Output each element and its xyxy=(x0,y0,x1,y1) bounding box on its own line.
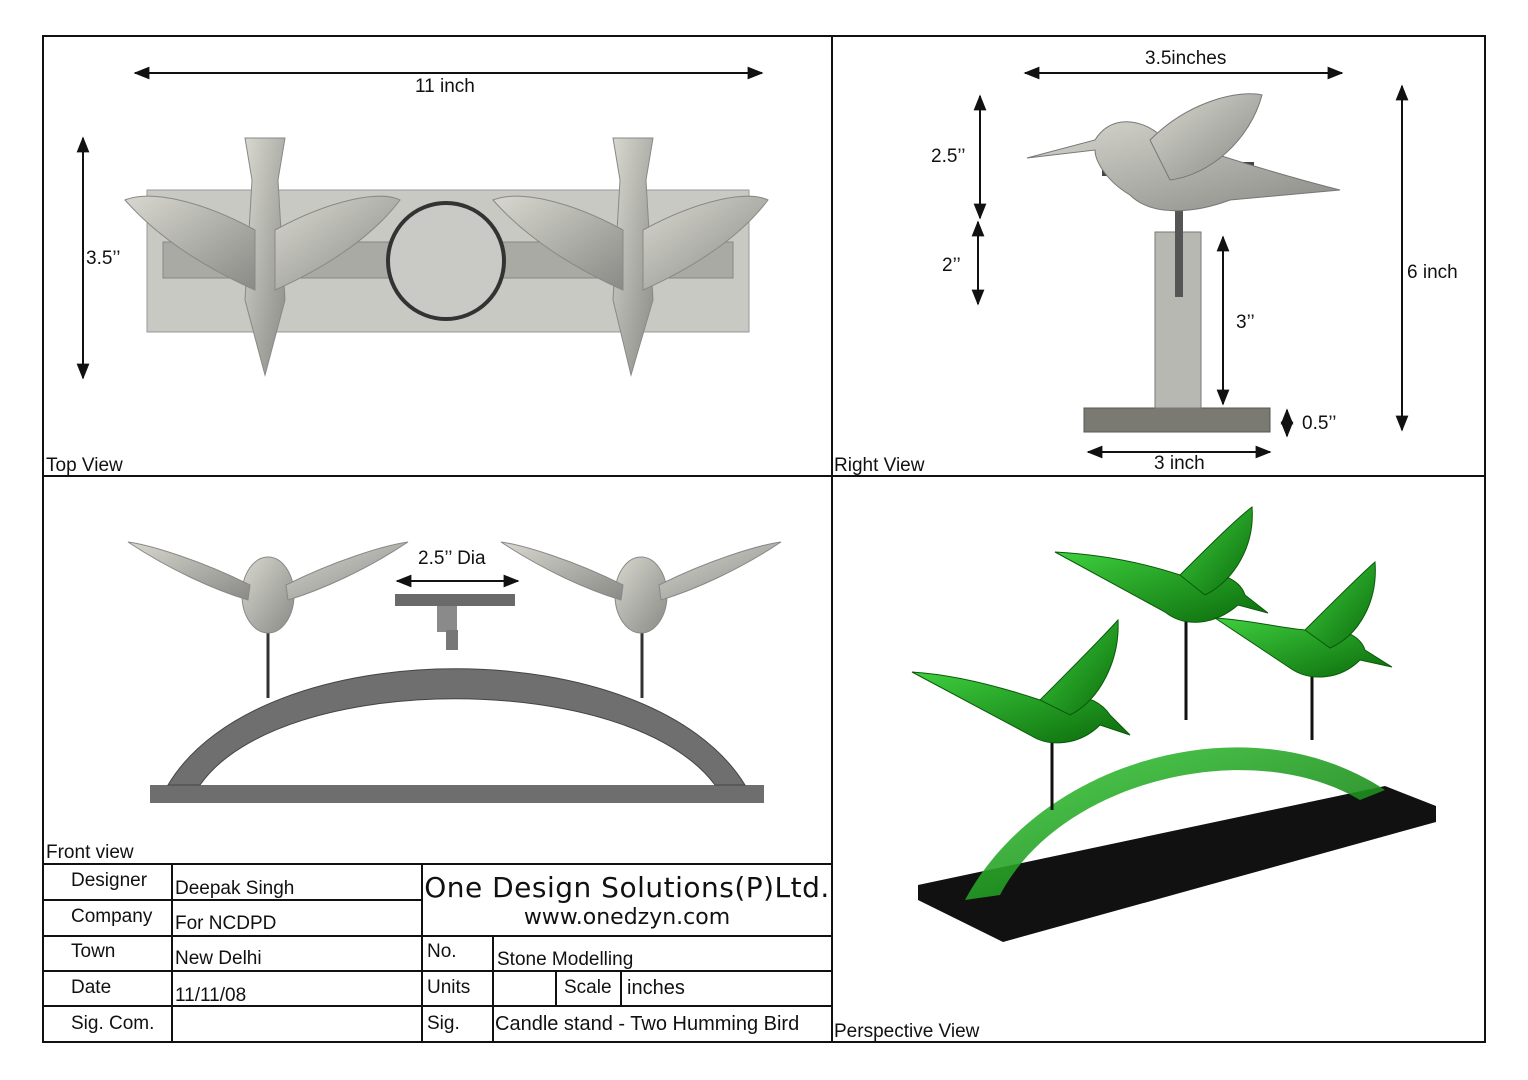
dim-right-total: 6 inch xyxy=(1407,262,1458,283)
sig-com-label: Sig. Com. xyxy=(71,1013,155,1034)
dim-right-base: 0.5’’ xyxy=(1302,413,1337,434)
title-block-grid xyxy=(43,863,832,1042)
drawing-title: Candle stand - Two Humming Bird xyxy=(495,1013,800,1035)
scale-value: inches xyxy=(627,977,685,999)
right-view-label: Right View xyxy=(834,455,925,476)
front-view-drawing xyxy=(127,541,782,803)
company-website: www.onedzyn.com xyxy=(523,905,731,930)
date-value: 11/11/08 xyxy=(175,985,247,1006)
dim-right-post: 2’’ xyxy=(942,255,961,276)
designer-label: Designer xyxy=(71,870,148,891)
company-label: Company xyxy=(71,906,153,927)
dim-top-depth: 3.5’’ xyxy=(86,248,121,269)
dim-top-width: 11 inch xyxy=(415,76,475,97)
no-label: No. xyxy=(427,941,457,962)
top-view-label: Top View xyxy=(46,455,123,476)
date-label: Date xyxy=(71,977,112,998)
town-value: New Delhi xyxy=(175,948,262,969)
dim-right-bird: 2.5’’ xyxy=(931,146,966,167)
dim-right-base-width: 3 inch xyxy=(1154,453,1205,474)
perspective-view-drawing xyxy=(911,506,1436,942)
bird-top-left xyxy=(124,137,401,377)
dim-right-width: 3.5inches xyxy=(1145,48,1227,69)
sheet-frame xyxy=(42,35,1486,1043)
no-value: Stone Modelling xyxy=(497,949,634,970)
designer-value: Deepak Singh xyxy=(175,878,295,899)
town-label: Town xyxy=(71,941,116,962)
company-value: For NCDPD xyxy=(175,913,277,934)
top-view-drawing xyxy=(76,66,769,380)
front-view-label: Front view xyxy=(46,842,134,863)
company-name: One Design Solutions(P)Ltd. xyxy=(424,871,830,904)
right-view-drawing xyxy=(971,66,1409,459)
perspective-view-label: Perspective View xyxy=(834,1021,980,1042)
scale-label: Scale xyxy=(564,977,612,998)
units-label: Units xyxy=(427,977,471,998)
sig-label: Sig. xyxy=(427,1013,460,1034)
bird-top-right xyxy=(492,137,769,377)
dim-front-dia: 2.5’’ Dia xyxy=(418,548,486,569)
dim-right-stem: 3’’ xyxy=(1236,312,1255,333)
